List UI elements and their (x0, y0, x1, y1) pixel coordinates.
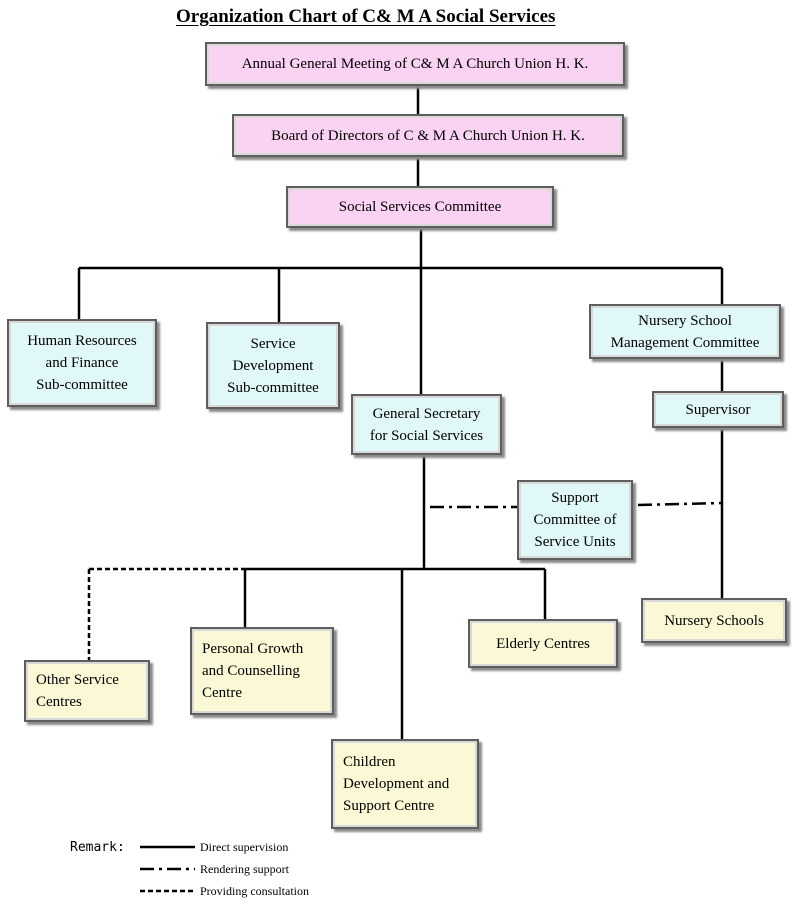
node-children-development-support-centre: Children Development and Support Centre (331, 739, 479, 829)
node-social-services-committee: Social Services Committee (286, 186, 554, 228)
legend-heading: Remark: (70, 840, 125, 855)
node-elderly-centres: Elderly Centres (468, 619, 618, 668)
legend-consult-label: Providing consultation (200, 884, 309, 898)
node-annual-general-meeting: Annual General Meeting of C& M A Church … (205, 42, 625, 86)
node-hr-finance-subcommittee: Human Resources and Finance Sub-committe… (7, 319, 157, 407)
node-board-of-directors: Board of Directors of C & M A Church Uni… (232, 114, 624, 157)
node-nursery-school-management-committee: Nursery School Management Committee (589, 304, 781, 359)
node-nursery-schools: Nursery Schools (641, 598, 787, 643)
node-supervisor: Supervisor (652, 391, 784, 428)
node-service-development-subcommittee: Service Development Sub-committee (206, 322, 340, 409)
node-personal-growth-counselling-centre: Personal Growth and Counselling Centre (190, 627, 334, 715)
node-general-secretary: General Secretary for Social Services (351, 394, 502, 455)
node-support-committee: Support Committee of Service Units (517, 480, 633, 560)
legend-direct-label: Direct supervision (200, 840, 289, 854)
legend-support-label: Rendering support (200, 862, 289, 876)
chart-title: Organization Chart of C& M A Social Serv… (176, 6, 556, 27)
node-other-service-centres: Other Service Centres (24, 660, 150, 722)
line-support-right (637, 501, 723, 507)
